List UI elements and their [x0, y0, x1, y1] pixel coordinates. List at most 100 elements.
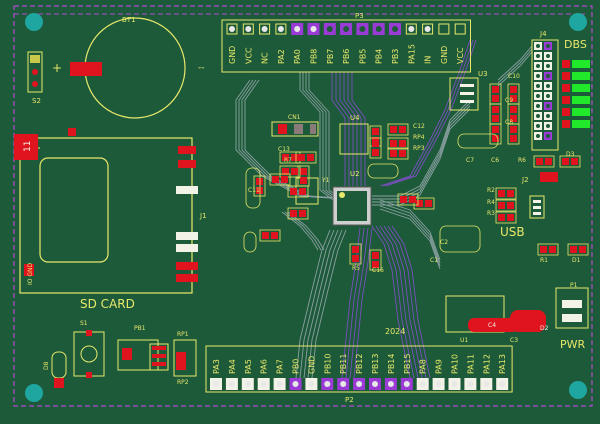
- label-u1: U1: [460, 337, 468, 344]
- label-c4: C4: [488, 322, 496, 329]
- battery-bt1: BT1 + --: [52, 16, 205, 119]
- label-rp1: RP1: [177, 331, 189, 338]
- header-bottom-label: PA4: [228, 359, 237, 374]
- passive-pad-pair: [495, 199, 517, 212]
- passive-pad-pair: [269, 173, 291, 186]
- header-top-pin-pb4: PB4: [372, 23, 385, 64]
- header-bottom-label: PA7: [276, 359, 285, 374]
- mounting-holes: [25, 13, 587, 402]
- header-bottom-pin-pb13: PB13: [369, 354, 381, 390]
- label-dbs: DBS: [564, 38, 587, 51]
- header-bottom-label: GND: [307, 356, 316, 374]
- header-top-pin-pb6: PB6: [340, 23, 353, 64]
- header-top-pin-gnd: GND: [438, 23, 450, 64]
- label-j1: J1: [199, 212, 207, 220]
- label-y1: Y1: [321, 177, 330, 184]
- header-top-label: GND: [228, 46, 237, 64]
- label-r6: R6: [518, 157, 526, 164]
- bottom-left-parts: S1 D8 PB1 RP1 RP2: [43, 320, 197, 388]
- header-bottom-pin-pb14: PB14: [384, 354, 397, 390]
- header-top-pin-vcc: VCC: [454, 23, 466, 64]
- passive-pad-pair: [387, 137, 409, 150]
- mounting-hole-top-right: [569, 13, 587, 31]
- passive-pad-pair: [507, 123, 520, 145]
- passive-pad-pair: [287, 185, 309, 198]
- passive-pad-pair: [559, 155, 581, 168]
- header-top-label: PA15: [407, 44, 416, 64]
- passive-pad-pair: [387, 147, 409, 160]
- label-c6: C6: [491, 157, 499, 164]
- header-bottom-pin-pa9: PA9: [432, 359, 445, 390]
- label-r2: R2: [487, 187, 495, 194]
- header-bottom-label: PB15: [403, 354, 412, 375]
- header-bottom-label: PA5: [244, 359, 253, 374]
- passive-pad-pair: [349, 243, 362, 265]
- header-bottom-pin-pa7: PA7: [273, 359, 286, 390]
- header-bottom-pin-pa8: PA8: [416, 359, 429, 390]
- sd-card-slot: 11 J1 IO GND SD CARD: [14, 128, 207, 311]
- passive-pad-pair: [397, 193, 419, 206]
- header-bottom-pin-gnd: GND: [305, 356, 318, 390]
- label-pb1: PB1: [134, 325, 146, 332]
- header-top-label: PB6: [342, 49, 351, 64]
- board-outline: [13, 5, 593, 407]
- capacitor-outline: [457, 133, 499, 149]
- passive-pad-pair: [287, 207, 309, 220]
- passive-pad-pair: [533, 155, 555, 168]
- label-j4: J4: [539, 30, 547, 38]
- header-bottom-label: PA13: [498, 354, 507, 374]
- header-top-pin-pa15: PA15: [405, 23, 417, 64]
- label-r3: R3: [487, 210, 495, 217]
- header-bottom-pin-pa3: PA3: [210, 359, 222, 390]
- header-bottom-pin-pa4: PA4: [225, 359, 238, 390]
- label-rp3: RP3: [413, 145, 425, 152]
- label-plus: +: [52, 61, 62, 75]
- header-bottom-pin-pa5: PA5: [241, 359, 254, 390]
- header-top-label: PA0: [293, 49, 302, 64]
- usb-connector-j2: J2 USB: [500, 172, 558, 239]
- header-bottom-label: PA9: [435, 359, 444, 374]
- passive-pad-pair: [387, 123, 409, 136]
- label-d1: D1: [572, 257, 581, 264]
- mcu-u2: U2: [332, 170, 372, 226]
- label-s2: S2: [32, 97, 41, 105]
- header-bottom-pin-pb15: PB15: [400, 354, 413, 390]
- header-bottom-pin-pb12: PB12: [353, 354, 366, 390]
- header-bottom-label: PA6: [260, 359, 269, 374]
- label-c3: C3: [510, 337, 518, 344]
- capacitor-outline: [439, 225, 481, 253]
- label-j2: J2: [521, 176, 529, 184]
- passive-pad-pair: [259, 229, 281, 242]
- passive-components: [243, 83, 589, 271]
- passive-pad-pair: [369, 249, 382, 271]
- label-c7: C7: [466, 157, 474, 164]
- mounting-hole-bottom-right: [569, 381, 587, 399]
- label-c2: C2: [440, 239, 448, 246]
- header-bottom-label: PA8: [419, 359, 428, 374]
- switch-s2: S2: [27, 51, 43, 105]
- header-top-pin-pb3: PB3: [389, 23, 401, 64]
- header-bottom-pin-pb10: PB10: [321, 354, 334, 390]
- header-top-label: IN: [424, 56, 433, 64]
- passive-pad-pair: [567, 243, 589, 256]
- header-top-pin-vcc: VCC: [242, 23, 254, 64]
- chip-u4: U4: [339, 114, 369, 155]
- header-top-label: VCC: [244, 47, 253, 64]
- regulator-u1: U1 C4 D2 C3: [445, 295, 549, 344]
- label-r5: R5: [352, 265, 360, 272]
- label-d2: D2: [540, 325, 549, 332]
- header-top-pin-gnd: GND: [226, 23, 238, 64]
- passive-pad-pair: [369, 137, 382, 159]
- label-r1: R1: [540, 257, 548, 264]
- header-bottom-pin-pb0: PB0: [289, 359, 302, 390]
- passive-pad-pair: [413, 197, 435, 210]
- header-bottom-label: PB14: [387, 354, 396, 375]
- header-top-label: PA2: [277, 49, 286, 64]
- label-cn1: CN1: [288, 114, 301, 121]
- label-c9: C9: [505, 97, 513, 104]
- header-bottom-label: PA10: [451, 354, 460, 374]
- label-rp2: RP2: [177, 379, 189, 386]
- passive-pad-pair: [295, 151, 317, 164]
- header-bottom-label: PB12: [355, 354, 364, 375]
